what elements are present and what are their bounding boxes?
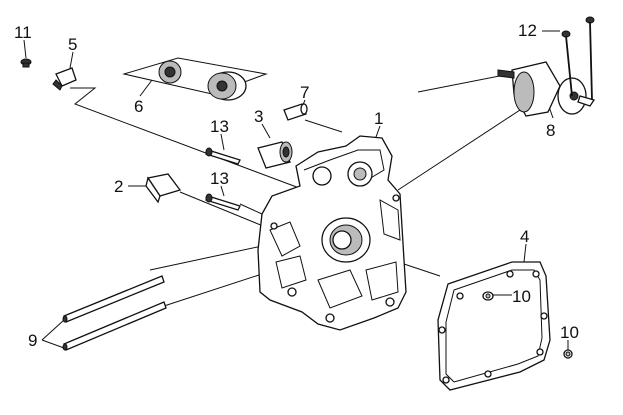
stud-9-lower bbox=[62, 301, 167, 351]
callout-labels: 11 5 6 7 3 1 13 2 13 12 8 4 10 10 9 bbox=[14, 21, 579, 350]
leader-lines bbox=[23, 30, 569, 352]
callout-13-lower: 13 bbox=[210, 169, 229, 188]
callout-12: 12 bbox=[518, 21, 537, 40]
bolt-12-left bbox=[561, 30, 573, 97]
crankcase-1 bbox=[257, 135, 407, 331]
callout-6: 6 bbox=[134, 97, 143, 116]
screw-11 bbox=[20, 58, 32, 68]
bushing-3 bbox=[257, 141, 293, 169]
callout-5: 5 bbox=[68, 35, 77, 54]
callout-4: 4 bbox=[520, 227, 529, 246]
callout-7: 7 bbox=[300, 83, 309, 102]
callout-11: 11 bbox=[14, 23, 32, 42]
dowel-10-upper bbox=[482, 291, 494, 301]
callout-10-lower: 10 bbox=[560, 323, 579, 342]
gasket-4 bbox=[437, 261, 551, 391]
clip-bracket-5 bbox=[52, 67, 77, 91]
pin-7 bbox=[283, 103, 308, 121]
callout-13-upper: 13 bbox=[210, 117, 229, 136]
starter-motor-8 bbox=[497, 61, 596, 117]
callout-9: 9 bbox=[28, 331, 37, 350]
dowel-10-lower bbox=[563, 349, 573, 359]
callout-1: 1 bbox=[374, 109, 383, 128]
callout-3: 3 bbox=[254, 107, 263, 126]
callout-2: 2 bbox=[114, 177, 123, 196]
bracket-2 bbox=[145, 173, 182, 204]
gear-set-6 bbox=[122, 57, 268, 101]
callout-10-upper: 10 bbox=[512, 287, 531, 306]
bolt-13-lower bbox=[205, 193, 241, 211]
bolt-12-right bbox=[585, 16, 595, 101]
callout-8: 8 bbox=[546, 121, 555, 140]
stud-9-upper bbox=[62, 275, 165, 323]
bolt-13-upper bbox=[205, 147, 241, 165]
